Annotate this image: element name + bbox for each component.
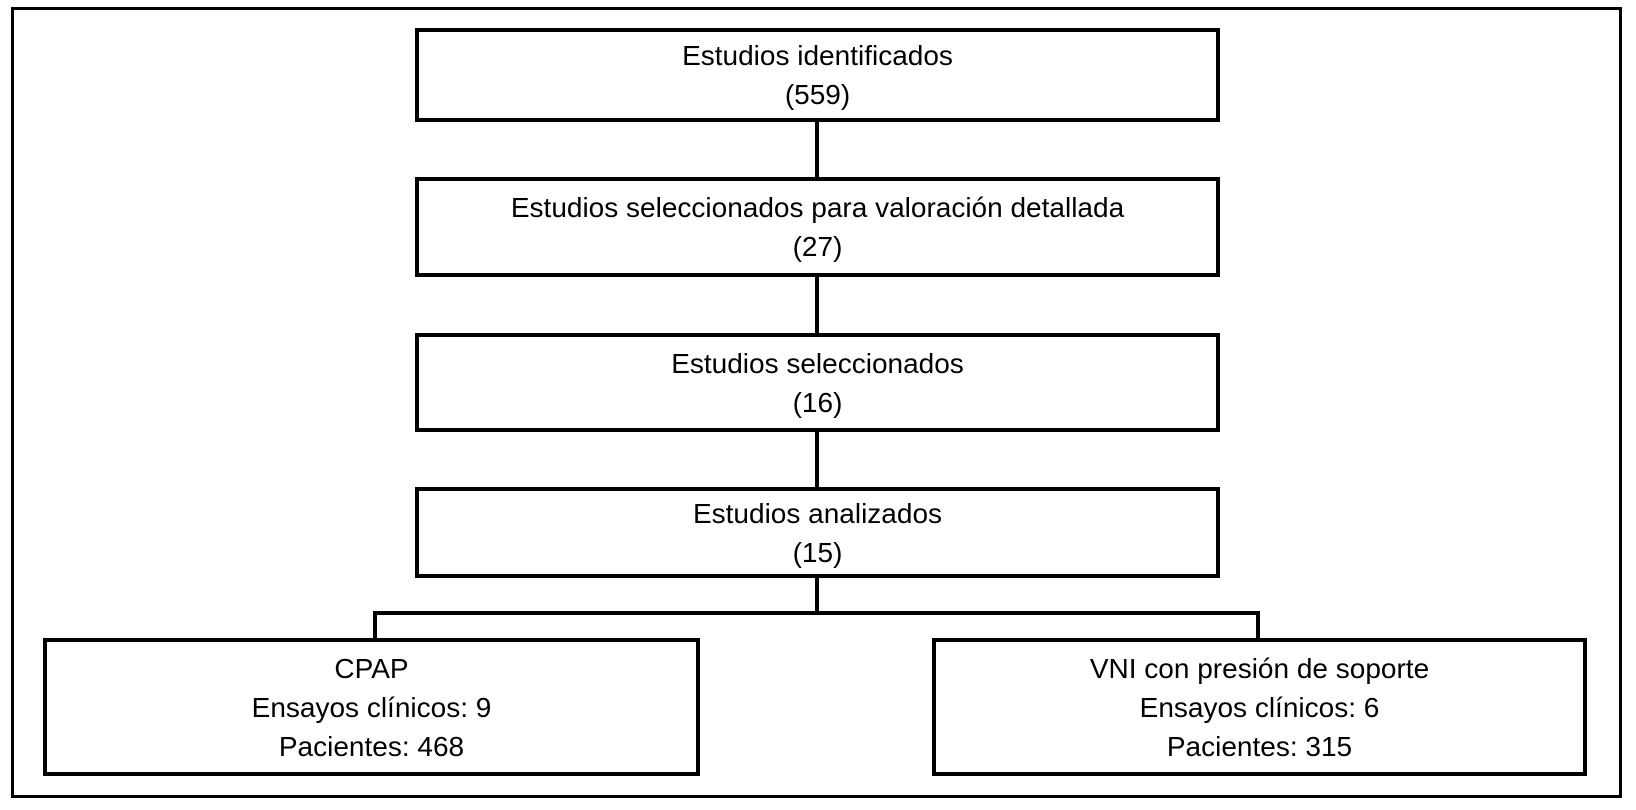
- branch-box-cpap: CPAP Ensayos clínicos: 9 Pacientes: 468: [43, 638, 700, 776]
- flow-box-label: Estudios identificados: [682, 40, 953, 71]
- branch-box-vni-presion-soporte: VNI con presión de soporte Ensayos clíni…: [932, 638, 1587, 776]
- branch-title: CPAP: [334, 652, 409, 684]
- branch-patients: Pacientes: 468: [278, 730, 465, 762]
- flow-box-count: (559): [784, 79, 851, 110]
- connector-box1-box2: [815, 122, 819, 177]
- branch-drop-left: [373, 611, 377, 638]
- flow-box-count: (27): [792, 231, 843, 262]
- branch-title: VNI con presión de soporte: [1089, 652, 1430, 684]
- flow-box-label: Estudios seleccionados para valoración d…: [510, 192, 1125, 223]
- branch-drop-right: [1256, 611, 1260, 638]
- connector-box3-box4: [815, 432, 819, 487]
- flow-box-label: Estudios seleccionados: [671, 347, 964, 379]
- branch-horizontal-line: [373, 611, 1260, 615]
- flow-box-estudios-valoracion-detallada: Estudios seleccionados para valoración d…: [415, 177, 1220, 277]
- connector-box2-box3: [815, 277, 819, 333]
- flow-box-count: (15): [792, 536, 843, 568]
- branch-patients: Pacientes: 315: [1166, 730, 1353, 762]
- flow-box-estudios-identificados: Estudios identificados (559): [415, 28, 1220, 122]
- flow-box-label: Estudios analizados: [692, 497, 943, 529]
- branch-trials: Ensayos clínicos: 6: [1139, 691, 1380, 723]
- connector-box4-branch: [815, 578, 819, 613]
- flow-box-estudios-analizados: Estudios analizados (15): [415, 487, 1220, 578]
- flow-box-estudios-seleccionados: Estudios seleccionados (16): [415, 333, 1220, 432]
- branch-trials: Ensayos clínicos: 9: [251, 691, 492, 723]
- diagram-outer-border: [11, 7, 1622, 798]
- flow-box-count: (16): [792, 386, 843, 418]
